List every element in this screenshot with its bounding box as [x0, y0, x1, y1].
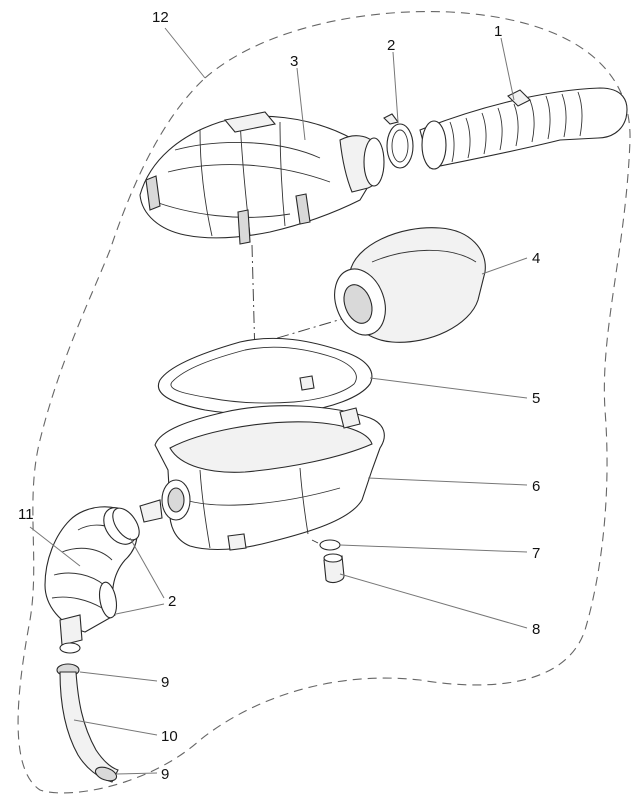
callout-8: 8: [532, 621, 540, 638]
leader-line-2-upper: [392, 51, 399, 123]
air-filter-element: [334, 227, 486, 343]
leader-line-3: [296, 67, 306, 141]
leader-line-2-lower-a: [129, 537, 165, 599]
callout-10: 10: [161, 728, 178, 745]
hose-clamp-lower: [98, 507, 140, 619]
drain-hose: [59, 671, 119, 783]
leader-line-4: [481, 257, 528, 275]
callout-3: 3: [290, 53, 298, 70]
callout-9-lower: 9: [161, 766, 169, 783]
leader-line-10: [73, 719, 158, 736]
hose-clamp-upper: [383, 113, 414, 169]
leader-line-5: [369, 377, 528, 399]
assembly-boundary: [17, 11, 631, 794]
leader-line-1: [500, 37, 515, 101]
leader-line-8: [339, 573, 528, 629]
callout-2-upper: 2: [387, 37, 395, 54]
callout-12: 12: [152, 9, 169, 26]
callout-2-lower: 2: [168, 593, 176, 610]
leader-line-12: [164, 27, 206, 79]
callout-4: 4: [532, 250, 540, 267]
leader-line-11: [29, 526, 81, 567]
air-cleaner-housing: [139, 405, 385, 551]
air-cleaner-cover: [139, 111, 385, 245]
leader-line-2-lower-b: [115, 603, 165, 615]
housing-gasket: [157, 337, 373, 416]
callout-7: 7: [532, 545, 540, 562]
leader-line-9-lower: [115, 772, 158, 775]
callout-6: 6: [532, 478, 540, 495]
drain-valve: [323, 553, 345, 584]
leader-line-6: [367, 477, 528, 486]
callout-11: 11: [18, 506, 34, 523]
callout-5: 5: [532, 390, 540, 407]
leader-line-9-upper: [79, 671, 158, 682]
hose-clamp-small-lower: [94, 766, 118, 782]
callout-1: 1: [494, 23, 502, 40]
callout-9-upper: 9: [161, 674, 169, 691]
intake-snorkel-duct: [419, 87, 628, 170]
drain-clamp: [311, 539, 341, 551]
leader-line-7: [339, 544, 528, 553]
